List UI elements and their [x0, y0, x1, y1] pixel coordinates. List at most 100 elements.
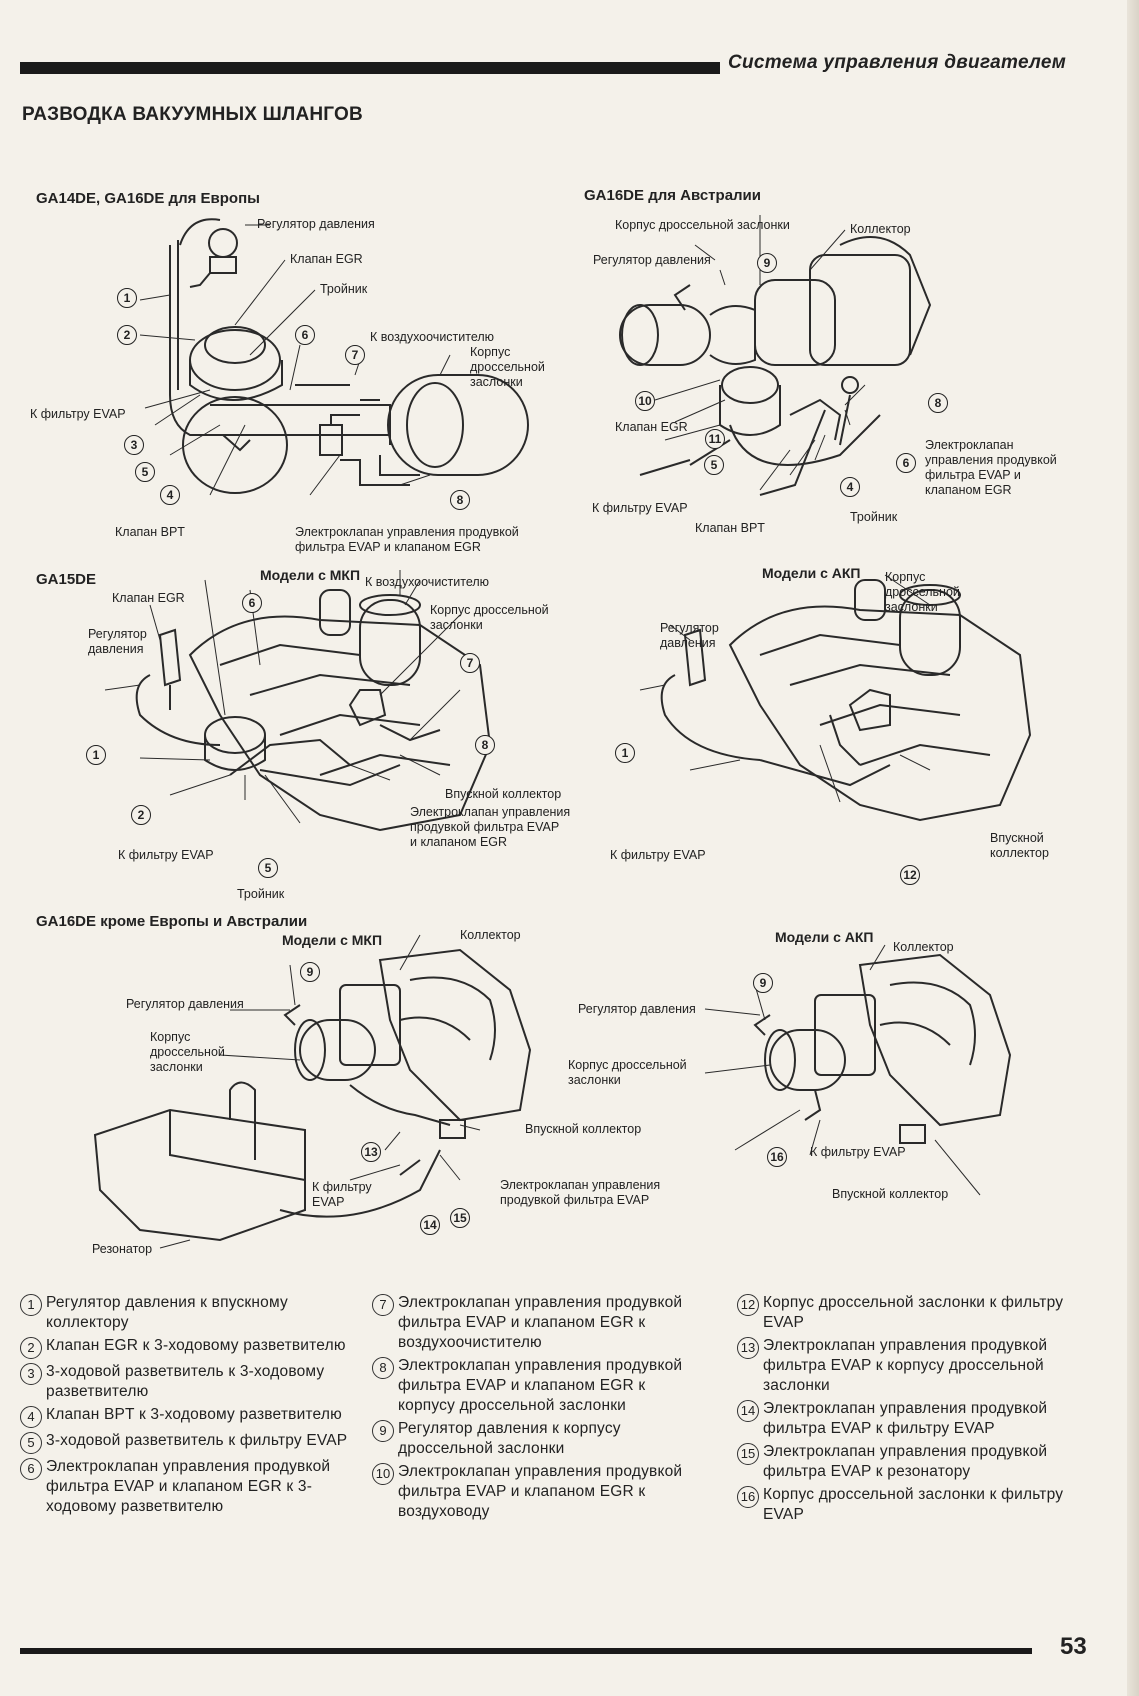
- callout-8: 8: [450, 490, 470, 510]
- label-tee: Тройник: [320, 282, 368, 296]
- legend-text: Регулятор давления к впускному коллектор…: [46, 1294, 288, 1331]
- label-to-evap: К фильтру EVAP: [312, 1180, 372, 1209]
- callout-6: 6: [896, 453, 916, 473]
- legend-number: 8: [372, 1357, 394, 1379]
- footer-rule: [20, 1648, 1032, 1654]
- section-title: РАЗВОДКА ВАКУУМНЫХ ШЛАНГОВ: [22, 104, 363, 125]
- legend-text: Клапан EGR к 3-ходовому разветвителю: [46, 1337, 346, 1354]
- legend-number: 6: [20, 1458, 42, 1480]
- engine-drawing: [619, 215, 932, 496]
- label-solenoid: Электроклапан управления продувкой фильт…: [925, 438, 1057, 497]
- label-egr-valve: Клапан EGR: [615, 420, 688, 434]
- diagram-subtitle: Модели с АКП: [775, 929, 874, 945]
- legend-text: Клапан BPT к 3-ходовому разветвителю: [46, 1406, 342, 1423]
- label-collector: Коллектор: [460, 928, 521, 942]
- label-bpt-valve: Клапан BPT: [115, 525, 185, 539]
- legend-text: Электроклапан управления продувкой фильт…: [763, 1400, 1048, 1437]
- label-to-evap: К фильтру EVAP: [592, 501, 688, 515]
- engine-drawing: [704, 944, 1012, 1196]
- callout-7: 7: [460, 653, 480, 673]
- label-intake-manifold: Впускной коллектор: [832, 1187, 949, 1201]
- engine-drawing: [93, 934, 532, 1249]
- legend-number: 1: [20, 1294, 42, 1316]
- diagram-europe: GA14DE, GA16DE для Европы: [20, 185, 580, 560]
- legend-text: 3-ходовой разветвитель к 3-ходовому разв…: [46, 1363, 325, 1400]
- label-tee: Тройник: [850, 510, 898, 524]
- legend-number: 9: [372, 1420, 394, 1442]
- label-solenoid: Электроклапан управления продувкой фильт…: [295, 525, 519, 554]
- callout-13: 13: [361, 1142, 381, 1162]
- label-intake-manifold: Впускной коллектор: [525, 1122, 642, 1136]
- label-egr-valve: Клапан EGR: [290, 252, 363, 266]
- label-throttle-body: Корпус дроссельной заслонки: [885, 570, 960, 614]
- callout-1: 1: [117, 288, 137, 308]
- label-collector: Коллектор: [893, 940, 954, 954]
- engine-drawing: [139, 218, 529, 496]
- header-rule: [20, 62, 720, 74]
- engine-drawing: [639, 574, 1032, 822]
- legend-text: Электроклапан управления продувкой фильт…: [763, 1337, 1048, 1394]
- diagram-australia: GA16DE для Австралии: [580, 185, 1100, 540]
- legend-text: 3-ходовой разветвитель к фильтру EVAP: [46, 1432, 348, 1449]
- callout-6: 6: [242, 593, 262, 613]
- label-throttle-body: Корпус дроссельной заслонки: [470, 345, 545, 389]
- label-intake-manifold: Впускной коллектор: [990, 831, 1049, 860]
- callout-5: 5: [135, 462, 155, 482]
- legend-number: 7: [372, 1294, 394, 1316]
- diagram-subtitle: Модели с МКП: [260, 567, 361, 583]
- legend-text: Электроклапан управления продувкой фильт…: [398, 1357, 683, 1414]
- callout-5: 5: [258, 858, 278, 878]
- diagram-subtitle: Модели с АКП: [762, 565, 861, 581]
- legend-number: 5: [20, 1432, 42, 1454]
- label-collector: Коллектор: [850, 222, 911, 236]
- diagram-title: GA16DE кроме Европы и Австралии: [36, 913, 308, 930]
- callout-14: 14: [420, 1215, 440, 1235]
- label-solenoid: Электроклапан управления продувкой фильт…: [500, 1178, 661, 1207]
- callout-16: 16: [767, 1147, 787, 1167]
- legend-text: Электроклапан управления продувкой фильт…: [763, 1443, 1048, 1480]
- label-resonator: Резонатор: [92, 1242, 153, 1256]
- label-pressure-regulator: Регулятор давления: [126, 997, 244, 1011]
- diagram-title: GA15DE: [36, 571, 97, 588]
- label-pressure-regulator: Регулятор давления: [578, 1002, 696, 1016]
- legend-text: Корпус дроссельной заслонки к фильтру EV…: [763, 1294, 1064, 1331]
- engine-drawing: [104, 570, 492, 832]
- callout-8: 8: [475, 735, 495, 755]
- callout-2: 2: [117, 325, 137, 345]
- callout-9: 9: [753, 973, 773, 993]
- label-pressure-regulator: Регулятор давления: [257, 217, 375, 231]
- diagram-title: GA16DE для Австралии: [584, 187, 762, 204]
- legend-number: 12: [737, 1294, 759, 1316]
- callout-3: 3: [124, 435, 144, 455]
- legend-number: 16: [737, 1486, 759, 1508]
- legend-number: 4: [20, 1406, 42, 1428]
- callout-2: 2: [131, 805, 151, 825]
- callout-10: 10: [635, 391, 655, 411]
- diagram-ga15-mt: GA15DE Модели с МКП: [20, 565, 620, 901]
- callout-1: 1: [86, 745, 106, 765]
- label-solenoid: Электроклапан управления продувкой фильт…: [410, 805, 571, 849]
- callout-5: 5: [704, 455, 724, 475]
- diagram-subtitle: Модели с МКП: [282, 932, 383, 948]
- callout-9: 9: [300, 962, 320, 982]
- legend-text: Корпус дроссельной заслонки к фильтру EV…: [763, 1486, 1064, 1523]
- label-to-evap: К фильтру EVAP: [810, 1145, 906, 1159]
- label-throttle-body: Корпус дроссельной заслонки: [615, 218, 790, 232]
- legend-text: Электроклапан управления продувкой фильт…: [46, 1458, 331, 1515]
- label-to-evap: К фильтру EVAP: [610, 848, 706, 862]
- callout-12: 12: [900, 865, 920, 885]
- diagram-ga15-at: Модели с АКП Корпус дроссельной заслонк: [600, 565, 1100, 900]
